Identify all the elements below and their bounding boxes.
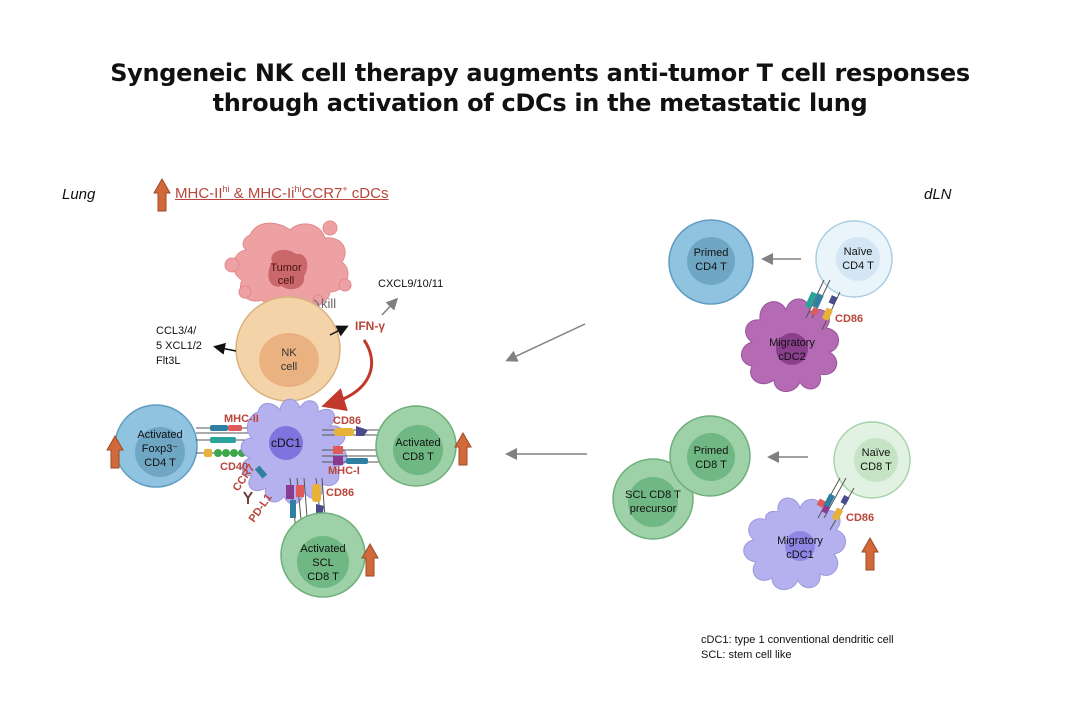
pdl1-receptor: [243, 491, 253, 504]
mhc2-label: MHC-II: [224, 413, 259, 425]
treg-label-3: CD4 T: [144, 457, 176, 469]
mig-cdc1-label-1: Migratory: [777, 535, 823, 547]
cytokines-left-3: Flt3L: [156, 355, 180, 367]
cd8-up-arrow-icon: [454, 432, 472, 466]
figure-title: Syngeneic NK cell therapy augments anti-…: [0, 58, 1080, 118]
naive-cd4-label-1: Naïve: [844, 246, 873, 258]
note-part: CCR7: [301, 185, 343, 202]
title-line-2: through activation of cDCs in the metast…: [212, 89, 868, 117]
cdc1-label: cDC1: [271, 436, 301, 450]
dln-section-label: dLN: [924, 186, 952, 203]
cd86-right-complex: [322, 426, 384, 436]
cdc2-label-1: Migratory: [769, 337, 815, 349]
mhc1-label: MHC-I: [328, 465, 360, 477]
legend-line-1: cDC1: type 1 conventional dendritic cell: [701, 634, 894, 646]
tumor-cell-label-2: cell: [278, 275, 295, 287]
activated-treg-cell: Activated Foxp3⁻ CD4 T: [114, 404, 198, 488]
note-part: MHC-II: [175, 185, 223, 202]
cd86-right-label: CD86: [333, 415, 361, 427]
cdc2-cd86-label: CD86: [835, 313, 863, 325]
note-part: cDCs: [347, 185, 389, 202]
treg-label-2: Foxp3⁻: [142, 443, 179, 455]
naive-cd8-cell: Naïve CD8 T: [833, 421, 911, 499]
note-sup: hi: [222, 184, 230, 194]
note-sup: hi: [294, 184, 302, 194]
cdc1-cell: cDC1: [240, 398, 348, 505]
scl-cd8-label-1: Activated: [300, 543, 345, 555]
note-sup: +: [342, 184, 348, 194]
legend-line-2: SCL: stem cell like: [701, 649, 792, 661]
cdc2-label-2: cDC2: [778, 351, 806, 363]
scl-cd8-label-2: SCL: [312, 557, 333, 569]
naive-cd4-label-2: CD4 T: [842, 260, 874, 272]
primed-cd4-label-1: Primed: [694, 247, 729, 259]
activated-scl-cd8-cell: Activated SCL CD8 T: [280, 512, 366, 598]
nk-to-ifng-arrow: [329, 325, 349, 337]
lung-section-label: Lung: [62, 186, 96, 203]
cd40-label: CD40: [220, 461, 248, 473]
kill-label: kill: [321, 296, 336, 311]
dln-to-lung-arrow-top: [505, 323, 586, 362]
scl-precursor-label-1: SCL CD8 T: [625, 489, 681, 501]
ifng-label: IFN-γ: [355, 319, 385, 333]
treg-label-1: Activated: [137, 429, 182, 441]
mhc1-complex: [322, 446, 384, 465]
cytokines-left-2: 5 XCL1/2: [156, 340, 202, 352]
nk-cell: NK cell: [235, 296, 341, 402]
migratory-cdc1-cell: Migratory cDC1: [743, 497, 846, 590]
cdc-increase-note: MHC-IIhi & MHC-IihiCCR7+ cDCs: [175, 184, 388, 202]
title-line-1: Syngeneic NK cell therapy augments anti-…: [110, 59, 970, 87]
primed-cd8-label-1: Primed: [694, 445, 729, 457]
primed-cd8-cell: Primed CD8 T: [669, 415, 751, 497]
scl-precursor-cell: SCL CD8 T precursor: [612, 458, 694, 540]
cd8-activated-label-2: CD8 T: [402, 451, 434, 463]
scl-precursor-label-2: precursor: [630, 503, 677, 515]
mig-cdc1-receptor-complex: [816, 477, 855, 531]
ifng-feedback-arrow: [321, 339, 374, 412]
mig-cdc1-label-2: cDC1: [786, 549, 814, 561]
cytokines-left-1: CCL3/4/: [156, 325, 197, 337]
pdl1-label: PD-L1: [247, 492, 275, 525]
nk-to-cytokines-arrow: [213, 342, 237, 355]
mig-cdc1-cd86-label: CD86: [846, 512, 874, 524]
cd8-activated-label-1: Activated: [395, 437, 440, 449]
ccr7-receptor: [254, 465, 268, 479]
primed-cd4-label-2: CD4 T: [695, 261, 727, 273]
mig-cdc1-up-arrow-icon: [861, 537, 879, 571]
nk-cell-label-2: cell: [281, 361, 298, 373]
naive-cd8-label-2: CD8 T: [860, 461, 892, 473]
primed-cd4-cell: Primed CD4 T: [668, 219, 754, 305]
ifng-to-cxcl-arrow: [381, 297, 399, 316]
scl-cd8-label-3: CD8 T: [307, 571, 339, 583]
mhc2-tcr-complex: [196, 425, 250, 443]
nk-cell-label-1: NK: [281, 347, 297, 359]
abbreviation-legend: cDC1: type 1 conventional dendritic cell…: [701, 633, 894, 663]
cd86-bottom-label: CD86: [326, 487, 354, 499]
tumor-cell: Tumor cell: [224, 220, 352, 309]
note-part: & MHC-Ii: [229, 185, 295, 202]
tumor-cell-label-1: Tumor: [270, 262, 302, 274]
naive-cd4-cell: Naïve CD4 T: [815, 220, 893, 298]
primed-cd8-label-2: CD8 T: [695, 459, 727, 471]
up-arrow-icon: [153, 178, 171, 212]
cxcl-label: CXCL9/10/11: [378, 278, 443, 290]
cdc2-receptor-complex: [804, 279, 841, 331]
migratory-cdc2-cell: Migratory cDC2: [741, 298, 839, 392]
naive-cd8-label-1: Naïve: [862, 447, 891, 459]
activated-cd8-cell: Activated CD8 T: [375, 405, 457, 487]
